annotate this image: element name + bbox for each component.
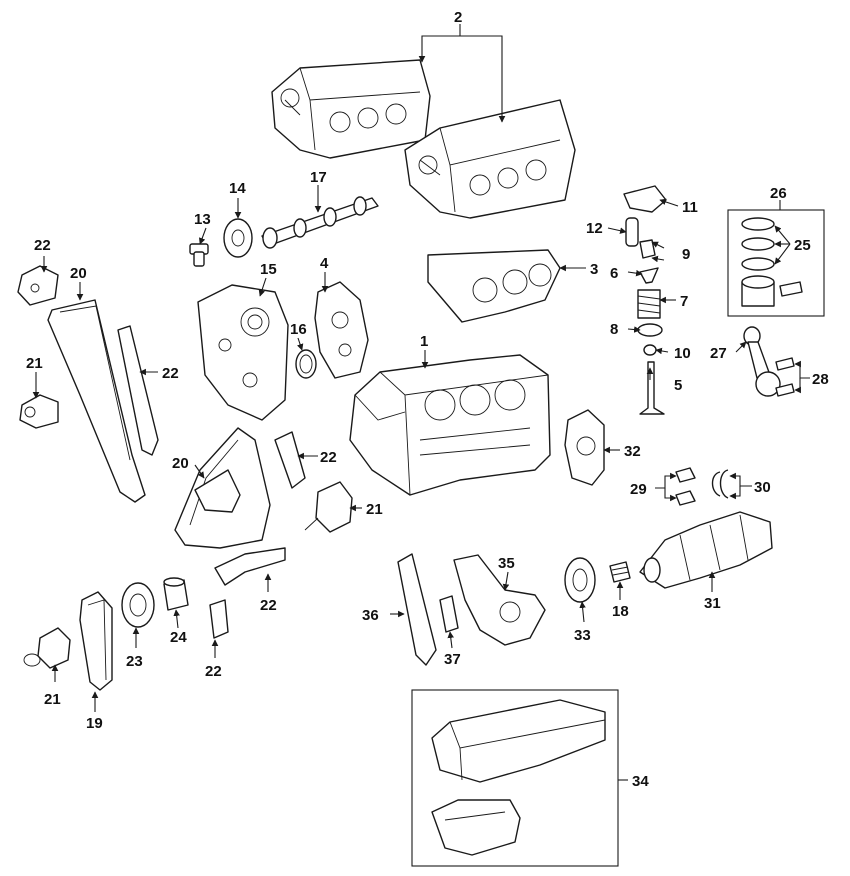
callout-33: 33 bbox=[574, 627, 591, 644]
rod-bearings[interactable] bbox=[775, 357, 795, 397]
timing-chain-upper[interactable] bbox=[47, 299, 146, 503]
callout-16: 16 bbox=[290, 321, 307, 338]
crank-pulley-spacer[interactable] bbox=[609, 561, 631, 583]
valve-spring-retainer[interactable] bbox=[639, 267, 659, 284]
chain-guide-lower[interactable] bbox=[214, 547, 286, 586]
callout-35: 35 bbox=[498, 555, 515, 572]
callout-20b: 20 bbox=[172, 455, 189, 472]
callout-21c: 21 bbox=[44, 691, 61, 708]
piston-kit-box bbox=[727, 209, 825, 317]
valve-spring[interactable] bbox=[637, 289, 661, 319]
callout-23: 23 bbox=[126, 653, 143, 670]
callout-2: 2 bbox=[454, 9, 462, 26]
callout-22c: 22 bbox=[320, 449, 337, 466]
front-timing-cover[interactable] bbox=[197, 284, 289, 421]
callout-labels: 1 2 3 4 5 6 7 8 9 10 11 12 13 14 15 16 1… bbox=[26, 9, 829, 790]
callout-32: 32 bbox=[624, 443, 641, 460]
callout-3: 3 bbox=[590, 261, 598, 278]
cylinder-head-right[interactable] bbox=[404, 99, 576, 219]
connecting-rod[interactable] bbox=[743, 326, 781, 397]
chain-tensioner-right[interactable] bbox=[304, 481, 353, 533]
callout-36: 36 bbox=[362, 607, 379, 624]
rear-main-seal-cover[interactable] bbox=[564, 409, 605, 486]
callout-6: 6 bbox=[610, 265, 618, 282]
callout-10: 10 bbox=[674, 345, 691, 362]
callout-29: 29 bbox=[630, 481, 647, 498]
chain-sprocket-center[interactable] bbox=[194, 469, 241, 513]
callout-22b: 22 bbox=[162, 365, 179, 382]
callout-13: 13 bbox=[194, 211, 211, 228]
callout-22e: 22 bbox=[205, 663, 222, 680]
callout-31: 31 bbox=[704, 595, 721, 612]
camshaft-adjuster[interactable] bbox=[223, 218, 253, 258]
callout-34: 34 bbox=[632, 773, 649, 790]
valve[interactable] bbox=[639, 361, 665, 415]
oil-pump-chain-drive[interactable] bbox=[397, 553, 437, 666]
callout-4: 4 bbox=[320, 255, 329, 272]
rocker-arm[interactable] bbox=[623, 185, 667, 213]
crankshaft-sprocket[interactable] bbox=[121, 582, 155, 628]
callout-19: 19 bbox=[86, 715, 103, 732]
callout-21: 21 bbox=[26, 355, 43, 372]
callout-28: 28 bbox=[812, 371, 829, 388]
callout-14: 14 bbox=[229, 180, 246, 197]
valve-stem-seal[interactable] bbox=[637, 323, 663, 337]
callout-9: 9 bbox=[682, 246, 690, 263]
callout-37: 37 bbox=[444, 651, 461, 668]
sprocket-bushing[interactable] bbox=[163, 577, 189, 611]
valve-keepers[interactable] bbox=[639, 239, 656, 259]
piston[interactable] bbox=[741, 275, 775, 307]
tensioner-bracket-top[interactable] bbox=[17, 265, 59, 306]
head-gasket[interactable] bbox=[427, 249, 561, 323]
adjuster-bolt[interactable] bbox=[189, 243, 209, 267]
crankshaft[interactable] bbox=[639, 511, 773, 589]
callout-11: 11 bbox=[682, 199, 698, 216]
cylinder-head-left[interactable] bbox=[271, 59, 431, 159]
main-bearings[interactable] bbox=[675, 467, 696, 506]
callout-21b: 21 bbox=[366, 501, 383, 518]
oil-pan-lower[interactable] bbox=[431, 799, 521, 856]
oil-pump[interactable] bbox=[453, 554, 546, 646]
chain-guide-small[interactable] bbox=[209, 599, 229, 639]
callout-22d: 22 bbox=[260, 597, 277, 614]
callout-8: 8 bbox=[610, 321, 618, 338]
oil-pump-chain[interactable] bbox=[79, 591, 113, 691]
callout-17: 17 bbox=[310, 169, 327, 186]
callout-30: 30 bbox=[754, 479, 771, 496]
crankshaft-seal[interactable] bbox=[295, 349, 317, 379]
callout-1: 1 bbox=[420, 333, 428, 350]
oil-pan-upper[interactable] bbox=[431, 699, 606, 783]
callout-7: 7 bbox=[680, 293, 688, 310]
camshaft[interactable] bbox=[261, 196, 379, 249]
piston-ring-set[interactable] bbox=[741, 217, 775, 271]
callout-27: 27 bbox=[710, 345, 727, 362]
callout-22: 22 bbox=[34, 237, 51, 254]
callout-26: 26 bbox=[770, 185, 787, 202]
oil-pump-guide[interactable] bbox=[439, 595, 459, 633]
chain-tensioner-left[interactable] bbox=[19, 394, 59, 429]
thrust-washers[interactable] bbox=[711, 469, 729, 499]
piston-pin[interactable] bbox=[779, 281, 803, 297]
callout-20: 20 bbox=[70, 265, 87, 282]
callout-25: 25 bbox=[794, 237, 811, 254]
hydraulic-lifter[interactable] bbox=[625, 217, 639, 247]
chain-guide-rail-left[interactable] bbox=[117, 325, 159, 456]
valve-guide[interactable] bbox=[643, 344, 657, 356]
callout-12: 12 bbox=[586, 220, 603, 237]
chain-tensioner-bottom[interactable] bbox=[23, 627, 71, 669]
engine-block[interactable] bbox=[349, 354, 551, 496]
timing-cover-right[interactable] bbox=[314, 281, 369, 379]
harmonic-balancer[interactable] bbox=[564, 557, 596, 603]
callout-24: 24 bbox=[170, 629, 187, 646]
chain-guide-middle[interactable] bbox=[274, 431, 306, 489]
callout-18: 18 bbox=[612, 603, 629, 620]
oil-pan-box bbox=[411, 689, 619, 867]
leader-lines bbox=[32, 185, 810, 781]
callout-15: 15 bbox=[260, 261, 277, 278]
callout-5: 5 bbox=[674, 377, 682, 394]
